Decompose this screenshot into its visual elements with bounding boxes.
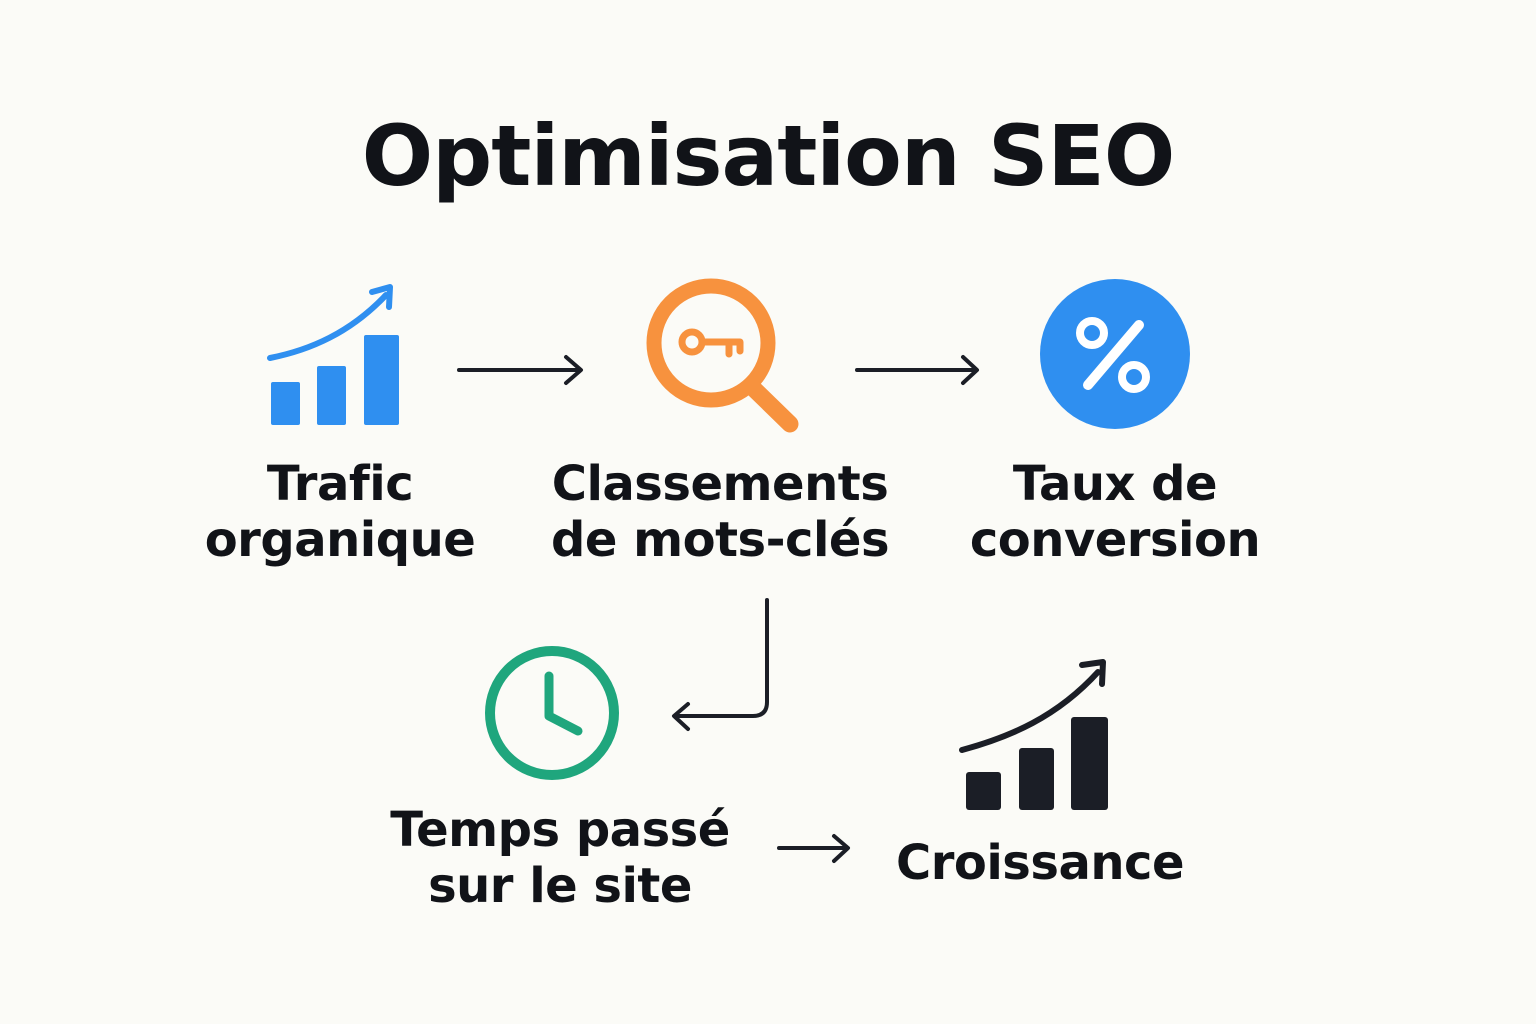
node-label-trafic: Trafic organique: [180, 456, 500, 568]
arrow-classements-to-temps: [674, 598, 769, 718]
arrowhead-classements-to-temps: [672, 702, 690, 731]
node-label-line: Trafic: [266, 456, 414, 512]
growth-chart-icon: [959, 659, 1108, 810]
bar-chart-growth-icon: [267, 284, 399, 425]
node-label-line: Taux de: [1012, 456, 1218, 512]
node-label-line: Classements: [551, 456, 889, 512]
magnifier-key-icon: [646, 278, 799, 433]
node-label-classements: Classements de mots-clés: [525, 456, 915, 568]
percent-circle-icon: [1040, 279, 1190, 429]
node-label-line: sur le site: [428, 858, 692, 914]
node-label-line: conversion: [969, 512, 1261, 568]
node-label-line: organique: [204, 512, 476, 568]
node-label-croissance: Croissance: [880, 835, 1200, 891]
arrowhead-classements-to-taux: [961, 355, 979, 385]
arrowhead-trafic-to-classements: [564, 355, 583, 385]
node-label-line: de mots-clés: [550, 512, 890, 568]
node-label-line: Croissance: [895, 835, 1185, 891]
clock-icon: [485, 646, 619, 780]
diagram-title: Optimisation SEO: [361, 107, 1175, 205]
arrowhead-temps-to-croissance: [832, 834, 850, 863]
node-label-line: Temps passé: [390, 802, 730, 858]
node-label-temps: Temps passé sur le site: [380, 802, 740, 914]
node-label-taux: Taux de conversion: [955, 456, 1275, 568]
